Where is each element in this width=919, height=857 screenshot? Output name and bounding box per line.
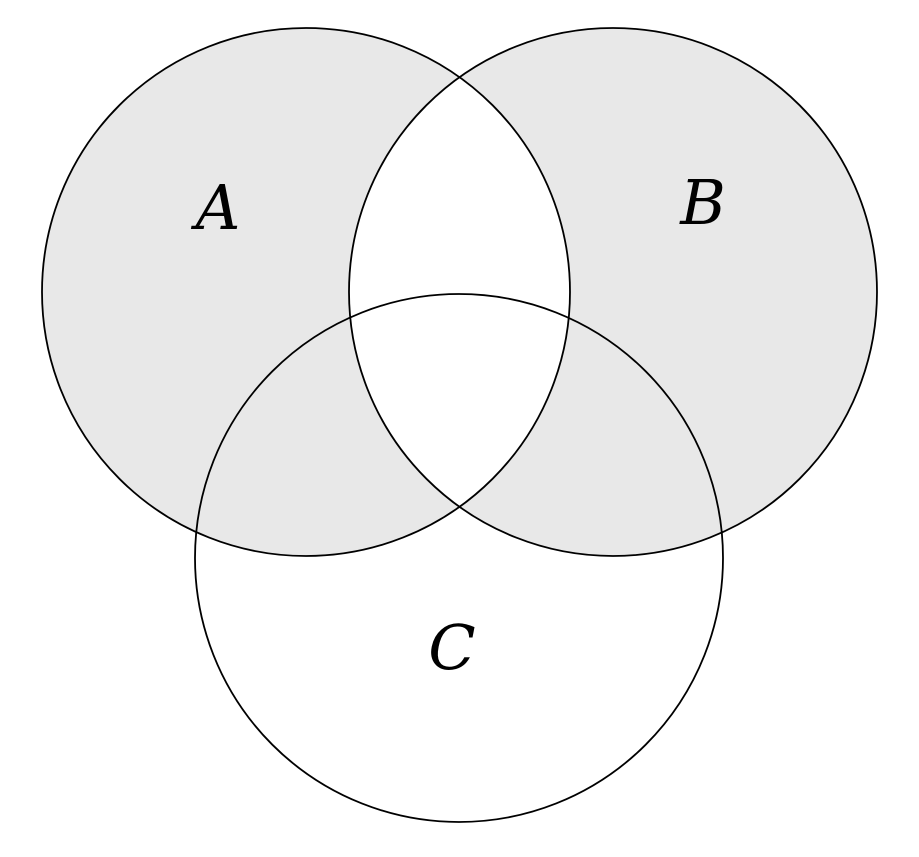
set-label-a: A (191, 171, 241, 244)
circle-a-outline (41, 27, 571, 557)
circle-b-outline (348, 27, 878, 557)
set-label-c: C (428, 611, 475, 684)
set-label-b: B (679, 166, 726, 239)
shaded-region-a-xor-b (42, 28, 877, 556)
circle-c-outline (194, 293, 724, 823)
